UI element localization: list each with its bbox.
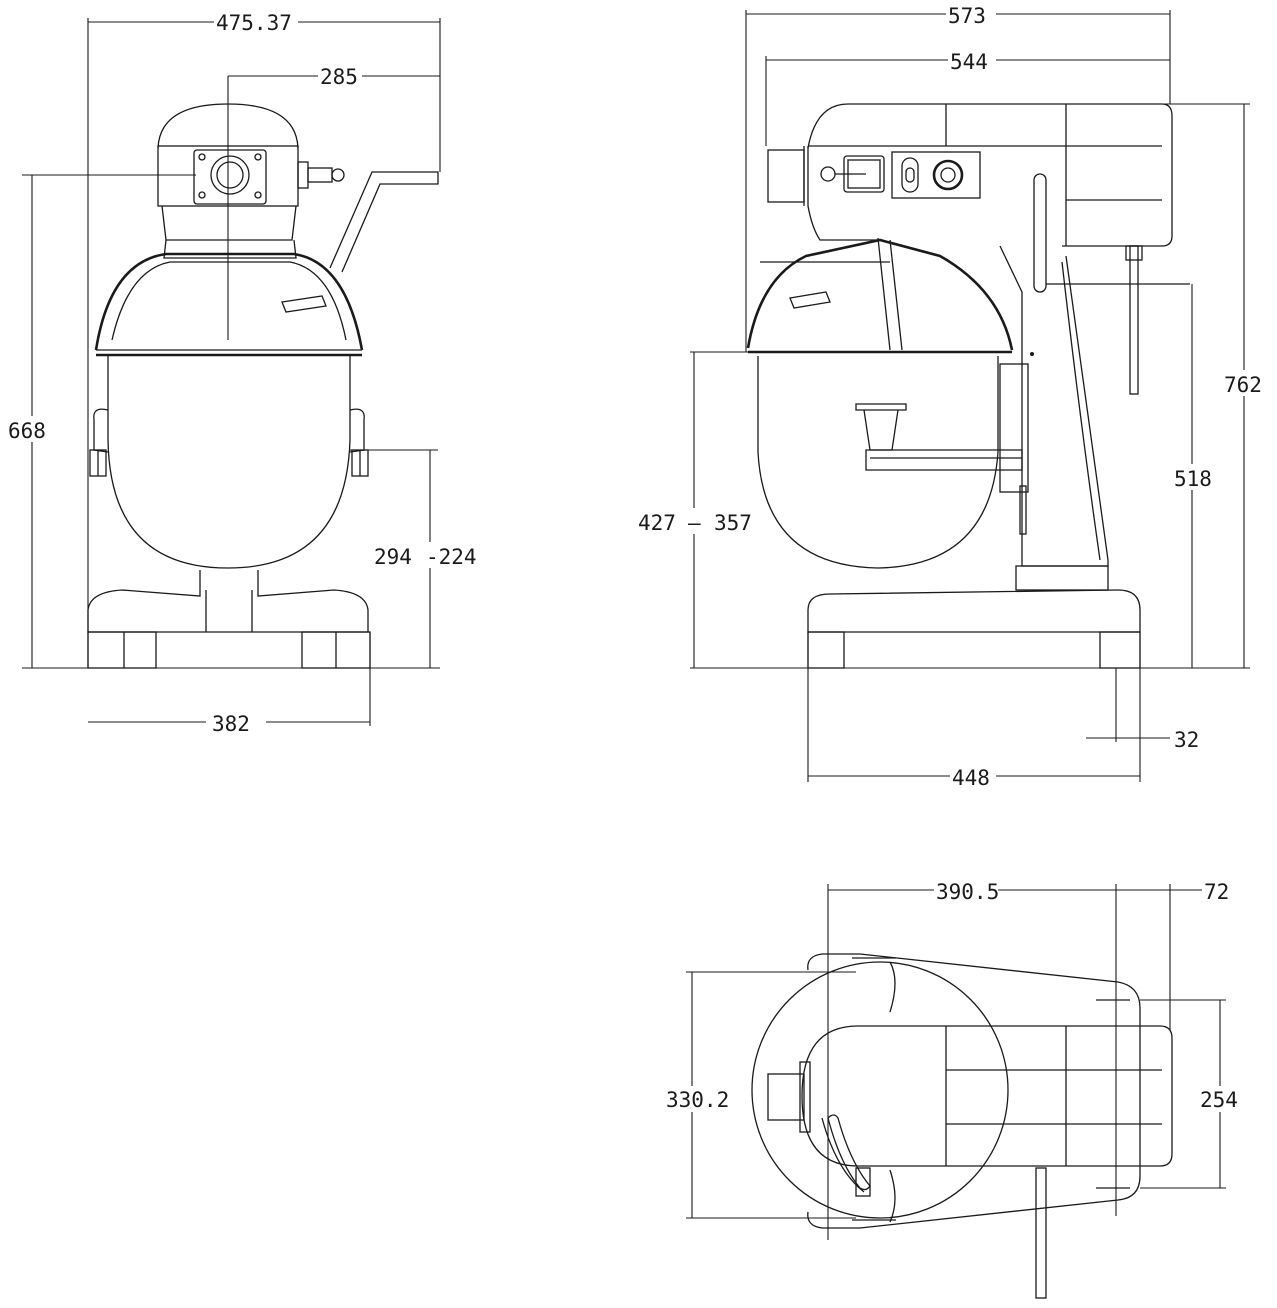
dim-head-to-rear: 390.5 — [936, 880, 999, 904]
dim-head-width: 254 — [1200, 1088, 1238, 1112]
dim-bowl-rim-separator: – — [688, 511, 701, 535]
dim-foot-width: 32 — [1174, 728, 1199, 752]
dim-base-width: 382 — [212, 712, 250, 736]
front-view — [87, 76, 439, 669]
side-dimension-labels: 573 544 762 518 427 – 357 32 448 — [636, 2, 1268, 790]
top-dimensions — [686, 884, 1226, 1240]
top-view — [751, 953, 1173, 1299]
dim-head-depth: 544 — [950, 50, 988, 74]
dim-bowl-height: 294 — [374, 545, 412, 569]
dim-bowl-rim-height: 427 — [638, 511, 676, 535]
dim-overall-height: 762 — [1224, 373, 1262, 397]
dim-overall-width: 475.37 — [216, 11, 292, 35]
dim-base-depth: 448 — [952, 766, 990, 790]
dim-head-to-handle: 285 — [320, 65, 358, 89]
top-dimension-labels: 390.5 72 330.2 254 — [664, 878, 1242, 1112]
side-view — [746, 103, 1190, 669]
dim-overall-depth: 573 — [948, 4, 986, 28]
side-dimensions — [690, 10, 1250, 782]
dim-column-height: 518 — [1174, 467, 1212, 491]
dim-bowl-rim-height-alt: 357 — [714, 511, 752, 535]
dim-front-height: 668 — [8, 419, 46, 443]
front-dimensions — [22, 18, 441, 726]
dim-bowl-diameter: 330.2 — [666, 1088, 729, 1112]
dim-rear-offset: 72 — [1204, 880, 1229, 904]
front-dimension-labels: 475.37 285 668 294 -224 382 — [6, 8, 480, 736]
dim-bowl-height-alt: -224 — [426, 545, 477, 569]
